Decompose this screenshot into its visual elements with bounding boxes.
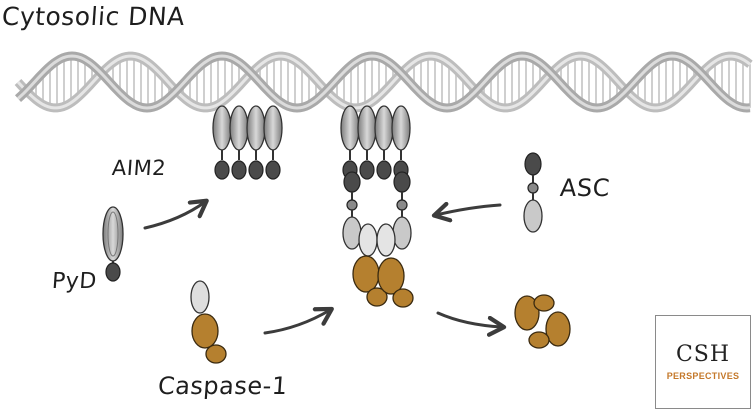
label-asc: ASC <box>559 174 611 202</box>
label-aim2: AIM2 <box>111 156 167 180</box>
active-caspase1-subunit-small-top <box>533 294 555 312</box>
active-caspase1-subunit-small-bottom <box>528 331 550 349</box>
caspase1-card-domain <box>376 223 396 257</box>
dna-helix <box>14 51 753 113</box>
aim2-pyd-domain <box>265 160 281 180</box>
aim2-pyd-domain <box>214 160 230 180</box>
arrows <box>143 198 507 337</box>
aim2-pyd-domain <box>248 160 264 180</box>
aim2-pyd-domain <box>359 160 375 180</box>
active-caspase1 <box>514 294 571 349</box>
aim2-hin-domain <box>102 206 124 262</box>
aim2-hin-domain <box>246 105 266 151</box>
caspase1-catalytic-small <box>205 344 227 364</box>
active-caspase1-subunit-large-left <box>514 295 540 331</box>
asc-card-domain <box>392 216 412 250</box>
asc-linker-bead <box>346 199 358 211</box>
arrow-aim2-to-dna <box>143 198 209 230</box>
dna-strand-b-highlight <box>16 54 751 110</box>
caspase1-catalytic-large <box>191 313 219 349</box>
asc-pyd-domain <box>393 171 411 193</box>
asc-linker-bead <box>396 199 408 211</box>
active-caspase1-subunit-large-right <box>545 311 571 347</box>
aim2-hin-domain <box>391 105 411 151</box>
arrow-caspase-to-complex <box>263 306 334 335</box>
asc-pyd-domain <box>524 152 542 176</box>
diagram-title: Cytosolic DNA <box>0 2 186 31</box>
asc-pyd-domain <box>343 171 361 193</box>
aim2-pyd-domain <box>231 160 247 180</box>
caspase1-card-domain <box>358 223 378 257</box>
aim2-hin-domain <box>212 105 232 151</box>
aim2-monomer <box>102 206 124 282</box>
asc-card-domain <box>342 216 362 250</box>
caspase1-monomer <box>190 280 227 364</box>
csh-perspectives-logo: CSH PERSPECTIVES <box>655 315 751 409</box>
aim2-hin-domain-inner <box>107 211 119 257</box>
asc-linker-bead <box>527 182 539 194</box>
caspase1-card-domain <box>190 280 210 314</box>
label-caspase1: Caspase-1 <box>157 372 289 400</box>
logo-main-text: CSH <box>675 342 731 367</box>
aim2-hin-domain <box>357 105 377 151</box>
aim2-hin-domain <box>263 105 283 151</box>
logo-sub-text: PERSPECTIVES <box>666 371 740 381</box>
caspase1-catalytic-large <box>352 255 380 293</box>
aim2-oligomer <box>212 105 283 180</box>
caspase1-catalytic-small <box>366 287 388 307</box>
aim2-pyd-domain <box>376 160 392 180</box>
aim2-hin-domain <box>340 105 360 151</box>
arrow-asc-to-complex <box>431 201 502 223</box>
caspase1-catalytic-large <box>377 257 405 295</box>
label-pyd: PyD <box>51 269 98 294</box>
caspase1-catalytic-small <box>392 288 414 308</box>
aim2-hin-domain <box>374 105 394 151</box>
arrow-complex-to-active <box>436 311 507 337</box>
inflammasome-complex <box>340 105 414 308</box>
aim2-hin-domain <box>229 105 249 151</box>
asc-card-domain <box>523 199 543 233</box>
asc-monomer <box>523 152 543 233</box>
aim2-pyd-domain <box>105 262 121 282</box>
